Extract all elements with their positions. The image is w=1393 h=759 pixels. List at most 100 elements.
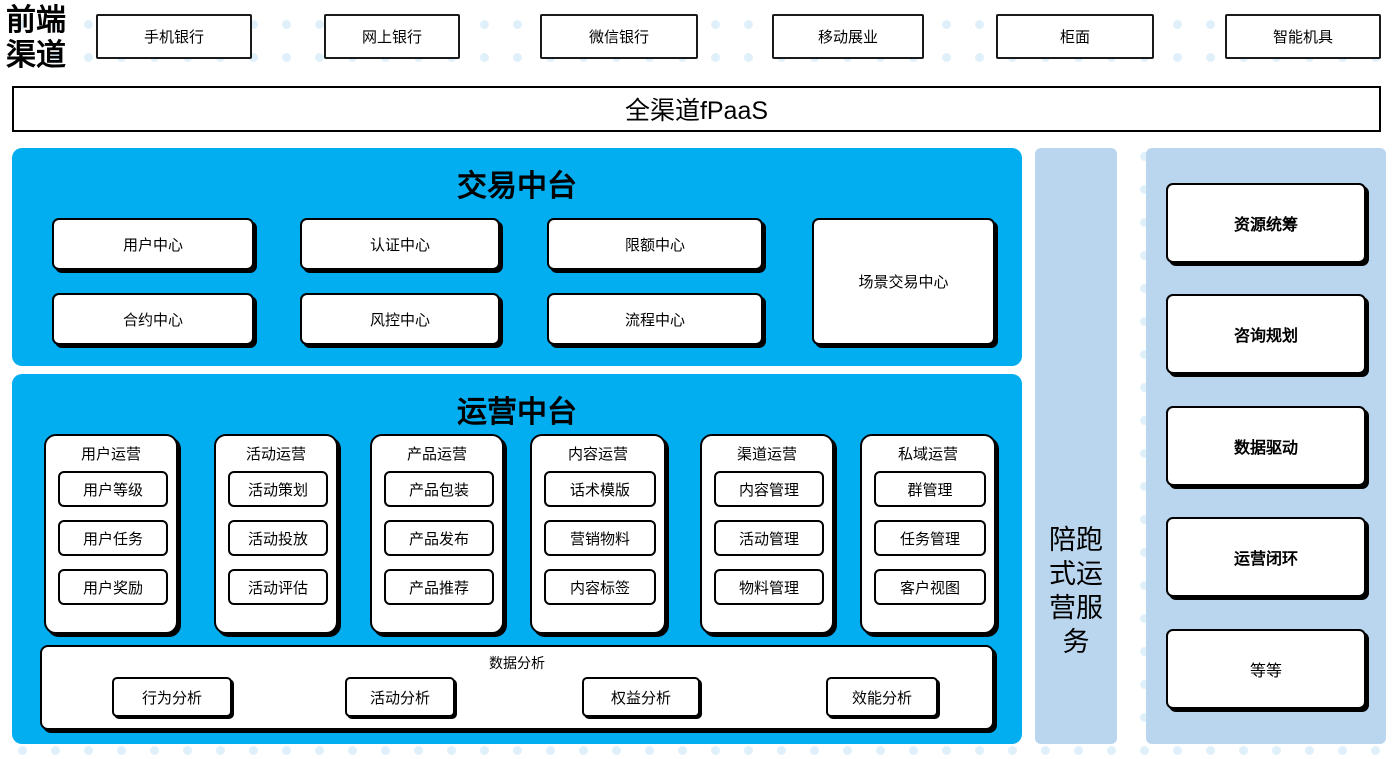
capability-cell-label: 咨询规划 [1233, 328, 1298, 345]
data-analysis-cell-label: 权益分析 [610, 689, 671, 707]
trade-cell-label: 限额中心 [624, 236, 685, 254]
data-analysis-cell-3[interactable]: 权益分析 [582, 677, 700, 717]
operation-cell-4-3[interactable]: 内容标签 [544, 569, 656, 605]
operation-cell-6-3[interactable]: 客户视图 [874, 569, 986, 605]
operation-cell-3-3[interactable]: 产品推荐 [384, 569, 494, 605]
capability-cell-label: 等等 [1249, 663, 1282, 680]
operation-cell-label: 用户等级 [82, 481, 143, 499]
accompanying-operation-service-column: 陪跑式运营服务 [1035, 148, 1117, 744]
channel-box-2[interactable]: 网上银行 [324, 14, 460, 59]
channel-box-6[interactable]: 智能机具 [1225, 14, 1381, 59]
accompanying-operation-service-label: 陪跑式运营服务 [1035, 523, 1117, 659]
channel-box-label: 网上银行 [361, 29, 422, 46]
operation-cell-label: 话术模版 [569, 481, 630, 499]
data-analysis-group: 数据分析 行为分析 活动分析 权益分析 效能分析 [40, 645, 994, 730]
capability-cell-label: 运营闭环 [1233, 551, 1298, 568]
operation-platform-title: 运营中台 [457, 396, 577, 429]
operation-cell-label: 活动管理 [738, 530, 799, 548]
data-analysis-cell-label: 行为分析 [141, 689, 202, 707]
operation-cell-6-1[interactable]: 群管理 [874, 471, 986, 507]
operation-column-title: 内容运营 [567, 446, 628, 463]
channel-box-label: 手机银行 [143, 29, 204, 46]
operation-cell-label: 群管理 [907, 481, 953, 499]
operation-cell-label: 产品推荐 [408, 579, 469, 597]
operation-column-1: 用户运营用户等级用户任务用户奖励 [44, 434, 178, 634]
operation-cell-label: 用户奖励 [82, 579, 143, 597]
operation-column-5: 渠道运营内容管理活动管理物料管理 [700, 434, 834, 634]
capability-cell-label: 数据驱动 [1233, 440, 1298, 457]
operation-cell-1-1[interactable]: 用户等级 [58, 471, 168, 507]
trade-cell-5[interactable]: 风控中心 [300, 293, 500, 345]
operation-cell-label: 物料管理 [738, 579, 799, 597]
trade-platform-title: 交易中台 [457, 170, 577, 203]
operation-cell-label: 任务管理 [899, 530, 960, 548]
capability-cell-2[interactable]: 咨询规划 [1166, 294, 1366, 374]
operation-column-title: 活动运营 [245, 446, 306, 463]
operation-cell-5-3[interactable]: 物料管理 [714, 569, 824, 605]
front-channel-label-line1: 前端 [6, 4, 66, 37]
capability-column: 资源统筹咨询规划数据驱动运营闭环等等 [1146, 148, 1386, 744]
trade-cell-4[interactable]: 合约中心 [52, 293, 254, 345]
capability-cell-4[interactable]: 运营闭环 [1166, 517, 1366, 597]
channel-box-label: 移动展业 [817, 29, 878, 46]
service-label-line-4: 务 [1062, 627, 1090, 657]
operation-column-title: 私域运营 [897, 446, 958, 463]
channel-box-1[interactable]: 手机银行 [96, 14, 252, 59]
operation-column-3: 产品运营产品包装产品发布产品推荐 [370, 434, 504, 634]
operation-cell-4-1[interactable]: 话术模版 [544, 471, 656, 507]
operation-cell-3-2[interactable]: 产品发布 [384, 520, 494, 556]
capability-cell-1[interactable]: 资源统筹 [1166, 183, 1366, 263]
channel-box-label: 微信银行 [588, 29, 649, 46]
operation-cell-label: 产品包装 [408, 481, 469, 499]
operation-middle-platform-panel: 运营中台 用户运营用户等级用户任务用户奖励活动运营活动策划活动投放活动评估产品运… [12, 374, 1022, 744]
trade-cell-3[interactable]: 限额中心 [547, 218, 763, 270]
operation-cell-1-3[interactable]: 用户奖励 [58, 569, 168, 605]
operation-cell-2-2[interactable]: 活动投放 [228, 520, 328, 556]
operation-cell-3-1[interactable]: 产品包装 [384, 471, 494, 507]
operation-column-title: 渠道运营 [736, 446, 797, 463]
operation-cell-label: 营销物料 [569, 530, 630, 548]
front-channel-label: 前端 渠道 [6, 3, 84, 75]
operation-column-title: 用户运营 [80, 446, 141, 463]
operation-cell-2-1[interactable]: 活动策划 [228, 471, 328, 507]
trade-middle-platform-panel: 交易中台 用户中心 认证中心 限额中心合约中心 风控中心 流程中心 场景交易中心 [12, 148, 1022, 366]
operation-cell-1-2[interactable]: 用户任务 [58, 520, 168, 556]
operation-cell-4-2[interactable]: 营销物料 [544, 520, 656, 556]
trade-cell-2[interactable]: 认证中心 [300, 218, 500, 270]
operation-column-2: 活动运营活动策划活动投放活动评估 [214, 434, 338, 634]
trade-cell-1[interactable]: 用户中心 [52, 218, 254, 270]
channel-box-3[interactable]: 微信银行 [540, 14, 698, 59]
operation-cell-5-2[interactable]: 活动管理 [714, 520, 824, 556]
operation-cell-label: 用户任务 [82, 530, 143, 548]
data-analysis-cell-label: 活动分析 [369, 689, 430, 707]
trade-cell-label: 认证中心 [369, 236, 430, 254]
data-analysis-title: 数据分析 [489, 655, 545, 671]
capability-cell-label: 资源统筹 [1233, 217, 1298, 234]
operation-column-6: 私域运营群管理任务管理客户视图 [860, 434, 996, 634]
capability-cell-5[interactable]: 等等 [1166, 629, 1366, 709]
service-label-line-3: 营服 [1049, 593, 1103, 623]
service-label-line-1: 陪跑 [1049, 525, 1103, 555]
trade-cell-label: 用户中心 [122, 236, 183, 254]
data-analysis-cell-2[interactable]: 活动分析 [345, 677, 455, 717]
operation-cell-label: 活动评估 [247, 579, 308, 597]
operation-cell-label: 产品发布 [408, 530, 469, 548]
trade-cell-label: 风控中心 [369, 311, 430, 329]
operation-cell-label: 内容管理 [738, 481, 799, 499]
data-analysis-cell-label: 效能分析 [851, 689, 912, 707]
data-analysis-cell-4[interactable]: 效能分析 [826, 677, 938, 717]
channel-box-label: 智能机具 [1272, 29, 1333, 46]
operation-cell-6-2[interactable]: 任务管理 [874, 520, 986, 556]
trade-cell-7[interactable]: 场景交易中心 [812, 218, 995, 345]
trade-cell-label: 流程中心 [624, 311, 685, 329]
channel-box-5[interactable]: 柜面 [996, 14, 1154, 59]
operation-cell-5-1[interactable]: 内容管理 [714, 471, 824, 507]
channel-box-4[interactable]: 移动展业 [772, 14, 924, 59]
trade-cell-6[interactable]: 流程中心 [547, 293, 763, 345]
omni-channel-fpaas-bar[interactable]: 全渠道fPaaS [12, 86, 1381, 132]
data-analysis-cell-1[interactable]: 行为分析 [112, 677, 232, 717]
capability-cell-3[interactable]: 数据驱动 [1166, 406, 1366, 486]
operation-cell-2-3[interactable]: 活动评估 [228, 569, 328, 605]
operation-cell-label: 活动投放 [247, 530, 308, 548]
